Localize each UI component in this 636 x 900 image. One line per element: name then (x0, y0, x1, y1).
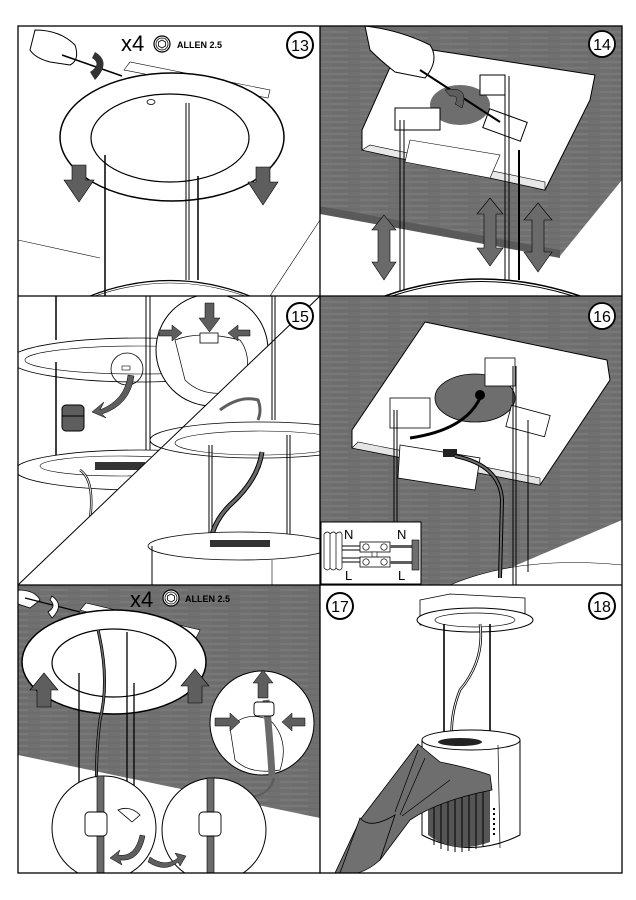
curved-arrow-icon (147, 852, 187, 868)
tool-label: ALLEN 2.5 (185, 594, 230, 604)
arrow-down-icon (247, 166, 279, 206)
panel-step-13: x4 ALLEN 2.5 13 (18, 26, 320, 296)
mounting-plate-illustration (361, 44, 596, 191)
rotate-arrow-icon (90, 52, 104, 80)
quantity-label: x4 (121, 31, 144, 56)
hand-with-allen-key-illustration (29, 29, 123, 77)
mounting-plate-wired-illustration (351, 321, 611, 579)
control-buttons-strip (493, 808, 495, 835)
arrow-down-icon (63, 164, 95, 203)
rotate-arrow-icon (47, 595, 59, 619)
arrow-left-icon (227, 324, 251, 342)
step-number-badge (588, 302, 616, 330)
cable-gland-illustration (61, 404, 85, 432)
step-number-badge (588, 30, 616, 58)
arrow-up-icon (180, 668, 210, 704)
wire-label-live-right: L (398, 568, 405, 583)
hex-socket-icon (162, 589, 180, 607)
step-number-badge (588, 592, 616, 620)
wire-label-neutral-left: N (344, 527, 353, 542)
curved-arrow-icon (91, 374, 135, 419)
step-number: 18 (593, 599, 611, 616)
step-number: 15 (291, 309, 309, 326)
arrow-down-icon (198, 302, 221, 333)
arrow-left-icon (281, 712, 306, 732)
hand-with-allen-key-illustration (18, 589, 81, 619)
wire-label-neutral-right: N (397, 527, 406, 542)
arrow-right-icon (214, 712, 241, 732)
quantity-label: x4 (130, 587, 153, 612)
step-number: 13 (291, 38, 309, 55)
panel-step-15: 15 (18, 296, 320, 585)
rotate-arrow-icon (444, 88, 465, 109)
cable-entry-point (475, 390, 485, 400)
detail-circle-remove-clip (51, 775, 157, 873)
detail-circle-fitted-gland (161, 777, 267, 873)
hex-socket-icon (153, 35, 171, 53)
detail-circle-squeeze-gland (209, 669, 315, 799)
curved-arrow-icon (109, 834, 146, 866)
panel-step-16: N N L L 16 (320, 296, 622, 585)
filter-sleeve-cover-illustration (334, 743, 493, 873)
tool-label: ALLEN 2.5 (177, 40, 222, 50)
step-number-badge (286, 31, 314, 59)
double-arrow-icon (476, 197, 504, 267)
double-arrow-icon (371, 214, 397, 281)
hand-with-screwdriver-illustration (364, 26, 501, 123)
arrow-right-icon (158, 324, 183, 342)
step-number: 16 (593, 309, 611, 326)
panel-step-14: 14 (320, 26, 622, 296)
panel-grid (17, 25, 623, 874)
filter-pleats (428, 790, 490, 852)
panel-step-ring-fit: x4 ALLEN 2.5 (18, 585, 320, 873)
panel-step-17-18: 17 18 (320, 585, 622, 873)
ceiling-ring-inner (51, 628, 177, 698)
step-number: 14 (593, 37, 611, 54)
ceiling-ring-inner (90, 93, 250, 183)
step-number: 17 (331, 599, 349, 616)
wire-label-live-left: L (345, 568, 352, 583)
arrow-up-icon (252, 669, 274, 699)
step-number-badge (326, 592, 354, 620)
double-arrow-icon (523, 202, 553, 273)
step-number-badge (286, 302, 314, 330)
arrow-up-icon (29, 672, 59, 708)
wiring-diagram-inset: N N L L (320, 521, 422, 585)
